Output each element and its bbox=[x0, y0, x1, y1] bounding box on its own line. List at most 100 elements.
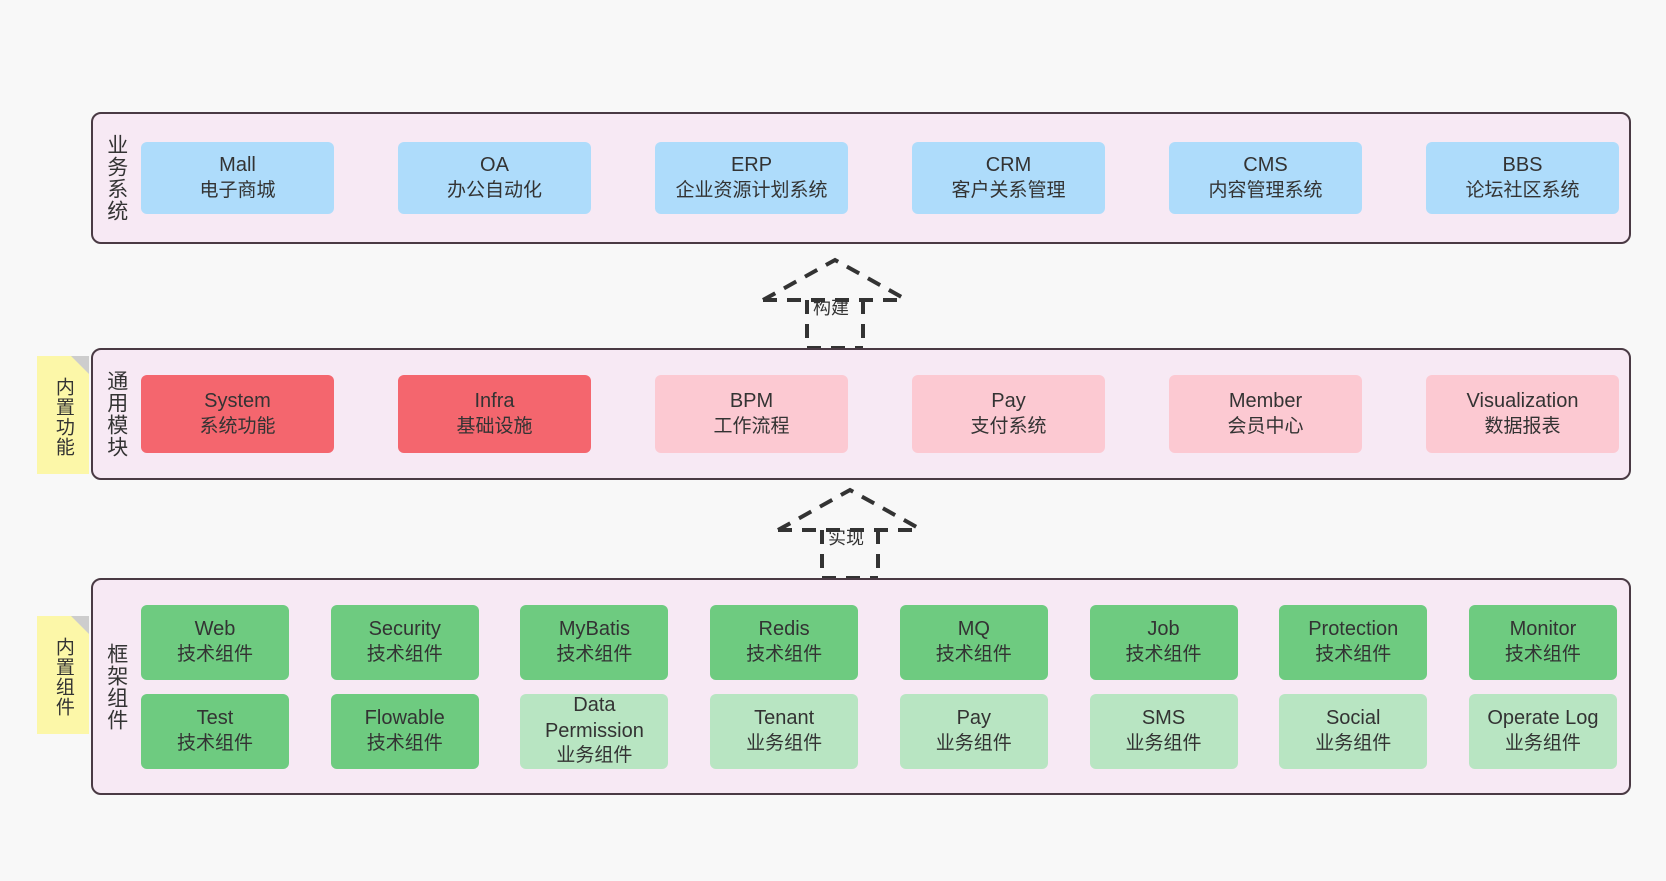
module-en-label: ERP bbox=[730, 154, 773, 177]
arrow-implement: 实现 bbox=[760, 482, 940, 582]
module-en-label: Mall bbox=[219, 154, 256, 177]
module-en-label: Visualization bbox=[1466, 390, 1579, 413]
dashed-generalization-arrow-icon bbox=[777, 487, 923, 580]
box-row: Web 技术组件 Security 技术组件 MyBatis 技术组件 Redi… bbox=[141, 604, 1617, 680]
layer-title-framework-components: 框架组件 bbox=[104, 642, 128, 731]
arrow-label-build: 构建 bbox=[813, 298, 849, 318]
module-box-crm[interactable]: CRM 客户关系管理 bbox=[912, 142, 1105, 214]
module-box-mall[interactable]: Mall 电子商城 bbox=[141, 142, 334, 214]
module-box-sms[interactable]: SMS 业务组件 bbox=[1089, 693, 1238, 769]
module-box-social[interactable]: Social 业务组件 bbox=[1279, 693, 1428, 769]
layer-business-systems: 业务系统 Mall 电子商城 OA 办公自动化 ERP 企业资源计划系统 CRM… bbox=[91, 112, 1631, 244]
module-box-infra[interactable]: Infra 基础设施 bbox=[398, 375, 591, 453]
module-cn-label: 业务组件 bbox=[746, 732, 823, 754]
module-box-test[interactable]: Test 技术组件 bbox=[141, 693, 289, 769]
layer-title-business-systems: 业务系统 bbox=[104, 134, 128, 222]
module-en-label: System bbox=[204, 390, 271, 413]
module-box-redis[interactable]: Redis 技术组件 bbox=[710, 604, 859, 680]
module-box-oa[interactable]: OA 办公自动化 bbox=[398, 142, 591, 214]
layer-body-business-systems: Mall 电子商城 OA 办公自动化 ERP 企业资源计划系统 CRM 客户关系… bbox=[139, 114, 1629, 242]
module-cn-label: 业务组件 bbox=[1125, 732, 1202, 754]
layer-framework-components: 框架组件 Web 技术组件 Security 技术组件 MyBatis 技术组件… bbox=[91, 578, 1631, 795]
module-box-system[interactable]: System 系统功能 bbox=[141, 375, 334, 453]
module-box-protection[interactable]: Protection 技术组件 bbox=[1279, 604, 1428, 680]
module-en-label: Web bbox=[194, 618, 236, 641]
module-en-label: Protection bbox=[1308, 618, 1399, 641]
module-cn-label: 业务组件 bbox=[1504, 732, 1581, 754]
module-box-mq[interactable]: MQ 技术组件 bbox=[899, 604, 1048, 680]
module-box-bpm[interactable]: BPM 工作流程 bbox=[655, 375, 848, 453]
module-en-label: OA bbox=[480, 154, 509, 177]
module-box-web[interactable]: Web 技术组件 bbox=[141, 604, 289, 680]
module-en-label: MyBatis bbox=[558, 618, 630, 641]
module-en-label: CRM bbox=[985, 154, 1032, 177]
note-builtin-component: 内置组件 bbox=[37, 616, 89, 734]
module-en-label: Data Permission bbox=[544, 694, 644, 742]
box-row: Mall 电子商城 OA 办公自动化 ERP 企业资源计划系统 CRM 客户关系… bbox=[141, 142, 1619, 214]
module-box-flowable[interactable]: Flowable 技术组件 bbox=[330, 693, 479, 769]
module-en-label: Flowable bbox=[364, 707, 445, 730]
module-cn-label: 技术组件 bbox=[1315, 643, 1392, 665]
module-cn-label: 系统功能 bbox=[199, 415, 276, 437]
module-box-pay[interactable]: Pay 支付系统 bbox=[912, 375, 1105, 453]
module-cn-label: 数据报表 bbox=[1484, 415, 1561, 437]
module-en-label: BPM bbox=[729, 390, 774, 413]
module-box-operate-log[interactable]: Operate Log 业务组件 bbox=[1468, 693, 1617, 769]
module-box-monitor[interactable]: Monitor 技术组件 bbox=[1468, 604, 1617, 680]
module-cn-label: 技术组件 bbox=[935, 643, 1012, 665]
module-box-member[interactable]: Member 会员中心 bbox=[1169, 375, 1362, 453]
module-box-bbs[interactable]: BBS 论坛社区系统 bbox=[1426, 142, 1619, 214]
module-en-label: Pay bbox=[956, 707, 992, 730]
module-cn-label: 支付系统 bbox=[970, 415, 1047, 437]
layer-common-modules: 通用模块 System 系统功能 Infra 基础设施 BPM 工作流程 Pay… bbox=[91, 348, 1631, 480]
module-en-label: Monitor bbox=[1509, 618, 1577, 641]
module-cn-label: 内容管理系统 bbox=[1208, 179, 1323, 201]
module-en-label: Job bbox=[1147, 618, 1180, 641]
module-en-label: Test bbox=[196, 707, 234, 730]
module-en-label: Member bbox=[1228, 390, 1303, 413]
module-cn-label: 企业资源计划系统 bbox=[675, 179, 828, 201]
module-box-tenant[interactable]: Tenant 业务组件 bbox=[710, 693, 859, 769]
module-box-data-permission[interactable]: Data Permission 业务组件 bbox=[520, 693, 669, 769]
module-cn-label: 电子商城 bbox=[199, 179, 276, 201]
module-en-label: Operate Log bbox=[1487, 707, 1599, 730]
note-builtin-function: 内置功能 bbox=[37, 356, 89, 474]
module-box-mybatis[interactable]: MyBatis 技术组件 bbox=[520, 604, 669, 680]
module-cn-label: 技术组件 bbox=[176, 732, 253, 754]
arrow-label-implement: 实现 bbox=[828, 528, 864, 548]
module-cn-label: 办公自动化 bbox=[446, 179, 542, 201]
layer-body-common-modules: System 系统功能 Infra 基础设施 BPM 工作流程 Pay 支付系统… bbox=[139, 350, 1629, 478]
module-en-label: Pay bbox=[991, 390, 1026, 413]
module-cn-label: 技术组件 bbox=[366, 732, 443, 754]
module-cn-label: 会员中心 bbox=[1227, 415, 1304, 437]
module-box-pay-business[interactable]: Pay 业务组件 bbox=[899, 693, 1048, 769]
module-en-label: Social bbox=[1325, 707, 1381, 730]
module-en-label: Tenant bbox=[754, 707, 815, 730]
module-cn-label: 技术组件 bbox=[366, 643, 443, 665]
module-box-erp[interactable]: ERP 企业资源计划系统 bbox=[655, 142, 848, 214]
module-box-security[interactable]: Security 技术组件 bbox=[330, 604, 479, 680]
module-cn-label: 客户关系管理 bbox=[951, 179, 1066, 201]
layer-title-common-modules: 通用模块 bbox=[104, 370, 128, 458]
module-cn-label: 业务组件 bbox=[935, 732, 1012, 754]
module-cn-label: 工作流程 bbox=[713, 415, 790, 437]
module-box-cms[interactable]: CMS 内容管理系统 bbox=[1169, 142, 1362, 214]
module-box-visualization[interactable]: Visualization 数据报表 bbox=[1426, 375, 1619, 453]
module-cn-label: 基础设施 bbox=[456, 415, 533, 437]
module-en-label: CMS bbox=[1243, 154, 1288, 177]
module-cn-label: 技术组件 bbox=[1504, 643, 1581, 665]
module-en-label: Infra bbox=[474, 390, 515, 413]
module-en-label: Security bbox=[368, 618, 441, 641]
module-cn-label: 技术组件 bbox=[746, 643, 823, 665]
module-en-label: MQ bbox=[957, 618, 990, 641]
module-cn-label: 业务组件 bbox=[556, 745, 633, 767]
module-en-label: BBS bbox=[1502, 154, 1543, 177]
module-cn-label: 技术组件 bbox=[176, 643, 253, 665]
module-cn-label: 技术组件 bbox=[556, 643, 633, 665]
arrow-build: 构建 bbox=[745, 252, 925, 352]
module-cn-label: 业务组件 bbox=[1315, 732, 1392, 754]
module-box-job[interactable]: Job 技术组件 bbox=[1089, 604, 1238, 680]
module-cn-label: 技术组件 bbox=[1125, 643, 1202, 665]
layer-body-framework-components: Web 技术组件 Security 技术组件 MyBatis 技术组件 Redi… bbox=[139, 580, 1629, 793]
